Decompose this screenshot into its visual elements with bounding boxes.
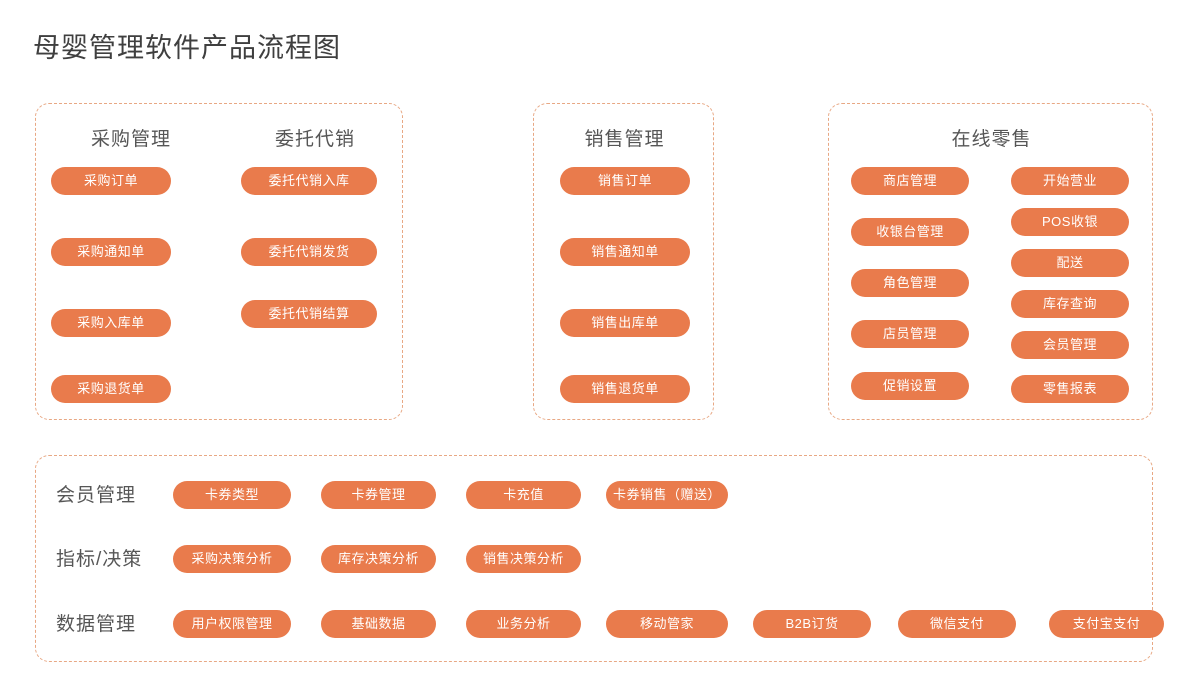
page-title: 母婴管理软件产品流程图 [33,33,341,63]
pill-sales-notice[interactable]: 销售通知单 [560,238,690,266]
pill-sales-outbound[interactable]: 销售出库单 [560,309,690,337]
panel-title-purchase: 采购管理 [90,129,171,150]
panel-bottom-modules: 会员管理 卡券类型 卡券管理 卡充值 卡券销售（赠送） 指标/决策 采购决策分析… [35,455,1164,662]
pill-clerk-management[interactable]: 店员管理 [851,320,969,348]
pill-consignment-shipment[interactable]: 委托代销发货 [241,238,377,266]
panel-purchase-management: 采购管理 委托代销 采购订单 采购通知单 采购入库单 采购退货单 委托代销入库 … [35,103,403,420]
panel-title-online-retail: 在线零售 [951,129,1032,150]
pill-sales-return[interactable]: 销售退货单 [560,375,690,403]
pill-role-management[interactable]: 角色管理 [851,269,969,297]
pill-retail-report[interactable]: 零售报表 [1011,375,1129,403]
pill-mobile-steward[interactable]: 移动管家 [606,610,728,638]
pill-alipay-pay[interactable]: 支付宝支付 [1049,610,1164,638]
pill-sales-order[interactable]: 销售订单 [560,167,690,195]
pill-purchase-inbound[interactable]: 采购入库单 [51,309,171,337]
pill-consignment-inbound[interactable]: 委托代销入库 [241,167,377,195]
row-label-member-management: 会员管理 [56,485,137,506]
pill-basic-data[interactable]: 基础数据 [321,610,436,638]
pill-inventory-decision-analysis[interactable]: 库存决策分析 [321,545,436,573]
pill-card-sale-gift[interactable]: 卡券销售（赠送） [606,481,728,509]
pill-card-type[interactable]: 卡券类型 [173,481,291,509]
pill-inventory-query[interactable]: 库存查询 [1011,290,1129,318]
row-label-data-management: 数据管理 [56,614,137,635]
pill-pos-checkout[interactable]: POS收银 [1011,208,1129,236]
pill-business-analysis[interactable]: 业务分析 [466,610,581,638]
pill-b2b-ordering[interactable]: B2B订货 [753,610,871,638]
pill-purchase-decision-analysis[interactable]: 采购决策分析 [173,545,291,573]
pill-wechat-pay[interactable]: 微信支付 [898,610,1016,638]
pill-purchase-order[interactable]: 采购订单 [51,167,171,195]
panel-title-consignment: 委托代销 [274,129,355,150]
pill-sales-decision-analysis[interactable]: 销售决策分析 [466,545,581,573]
pill-start-business[interactable]: 开始营业 [1011,167,1129,195]
row-label-metrics-decision: 指标/决策 [56,549,143,570]
panel-title-sales: 销售管理 [584,129,665,150]
pill-member-management[interactable]: 会员管理 [1011,331,1129,359]
pill-card-recharge[interactable]: 卡充值 [466,481,581,509]
pill-card-management[interactable]: 卡券管理 [321,481,436,509]
pill-purchase-notice[interactable]: 采购通知单 [51,238,171,266]
pill-store-management[interactable]: 商店管理 [851,167,969,195]
pill-user-permission-management[interactable]: 用户权限管理 [173,610,291,638]
pill-cashier-desk-management[interactable]: 收银台管理 [851,218,969,246]
pill-delivery[interactable]: 配送 [1011,249,1129,277]
panel-online-retail: 在线零售 商店管理 收银台管理 角色管理 店员管理 促销设置 开始营业 POS收… [828,103,1153,420]
pill-promotion-settings[interactable]: 促销设置 [851,372,969,400]
panel-sales-management: 销售管理 销售订单 销售通知单 销售出库单 销售退货单 [533,103,714,420]
pill-purchase-return[interactable]: 采购退货单 [51,375,171,403]
pill-consignment-settlement[interactable]: 委托代销结算 [241,300,377,328]
